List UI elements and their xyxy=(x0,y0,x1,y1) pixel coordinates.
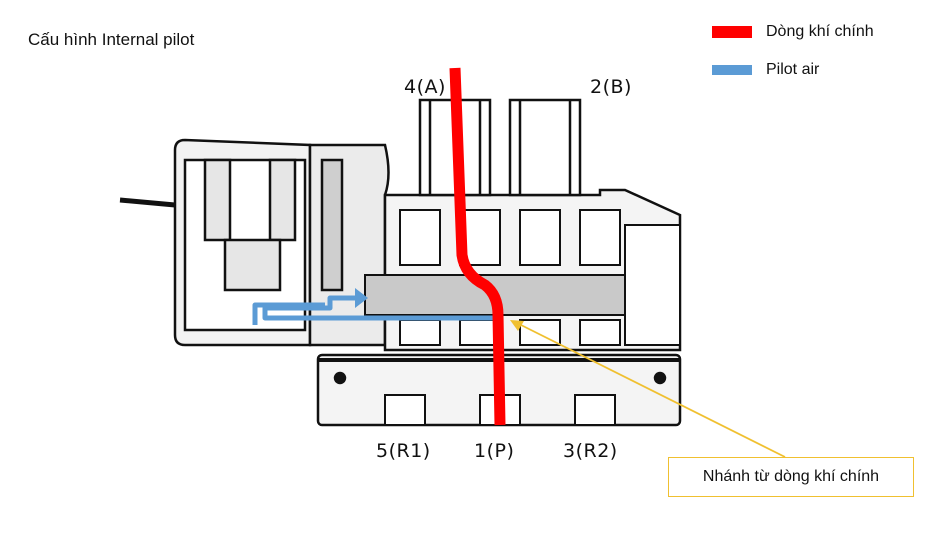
legend-swatch-main-flow xyxy=(712,26,752,38)
legend-label-main-flow: Dòng khí chính xyxy=(766,23,874,40)
main-flow-path xyxy=(449,67,506,426)
port-label-4a: 4(A) xyxy=(404,76,446,98)
valve-body xyxy=(119,98,682,427)
pilot-air-path xyxy=(252,288,495,325)
port-label-1p: 1(P) xyxy=(474,440,515,462)
callout-leader xyxy=(514,321,786,458)
legend-label-pilot-air: Pilot air xyxy=(766,61,820,78)
diagram-title: Cấu hình Internal pilot xyxy=(28,30,195,49)
callout-arrowhead xyxy=(510,320,524,331)
port-label-2b: 2(B) xyxy=(590,76,632,98)
legend-swatch-pilot-air xyxy=(712,65,752,75)
port-label-3r2: 3(R2) xyxy=(563,440,618,462)
port-label-5r1: 5(R1) xyxy=(376,440,431,462)
callout-box: Nhánh từ dòng khí chính xyxy=(668,457,914,497)
